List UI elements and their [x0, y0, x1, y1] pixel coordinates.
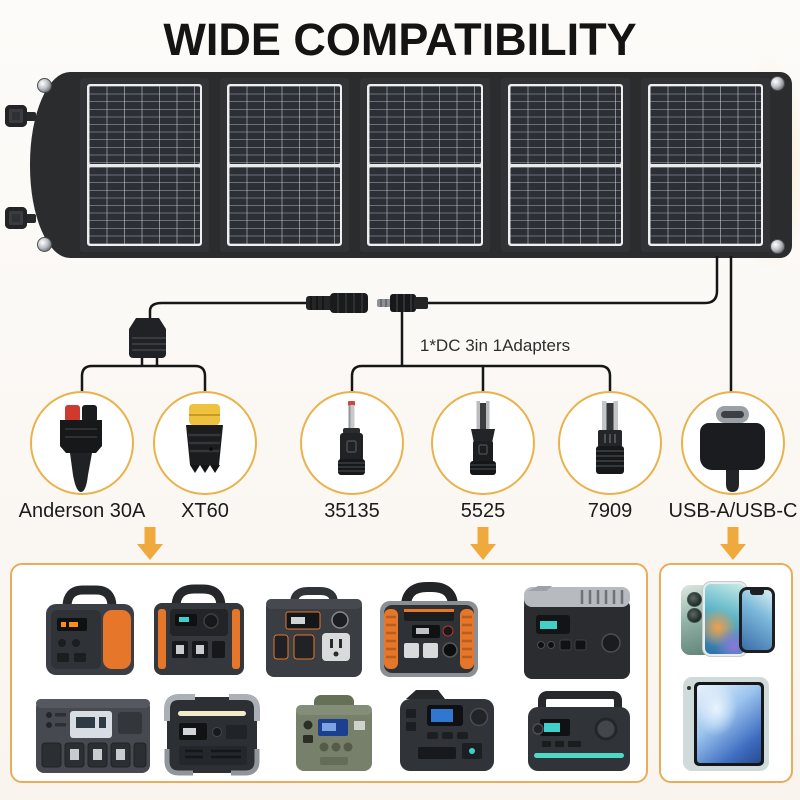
camera-lens-icon	[687, 686, 691, 690]
connector-circle-usb	[681, 391, 785, 495]
power-station-orange-trim-icon	[154, 584, 244, 675]
power-station-wide-multi-outlet-icon	[36, 699, 150, 773]
panel-section-2	[220, 78, 350, 252]
arrow-down-icon	[137, 527, 163, 560]
connector-circle-5525	[431, 391, 535, 495]
compatible-mobile-devices-box	[659, 563, 793, 783]
camera-lens-icon	[687, 592, 702, 607]
power-station-blue-screen-icon	[400, 690, 494, 771]
dc-5525-icon	[470, 401, 496, 475]
grommet-icon	[37, 237, 52, 252]
connector-circle-anderson	[30, 391, 134, 495]
carabiner-clip-icon	[5, 207, 27, 229]
power-station-orange-vent-icon	[46, 585, 134, 675]
dc-adapter-note: 1*DC 3in 1Adapters	[419, 336, 571, 355]
connector-label-usb: USB-A/USB-C	[668, 500, 798, 522]
panel-section-1	[80, 78, 210, 252]
power-station-silver-frame-icon	[164, 694, 260, 776]
power-station-gray-compact-icon	[266, 587, 362, 677]
power-station-teal-light-icon	[528, 691, 630, 771]
dc-male-plug-icon	[377, 294, 428, 312]
carabiner-clip-icon	[5, 105, 27, 127]
power-station-olive-green-icon	[296, 695, 372, 771]
connector-label-5525: 5525	[460, 500, 506, 522]
notch	[750, 590, 764, 595]
compatible-power-stations-box	[10, 563, 648, 783]
panel-section-3	[360, 78, 490, 252]
usb-c-icon	[700, 406, 765, 492]
connector-label-7909: 7909	[587, 500, 633, 522]
connector-circle-xt60	[153, 391, 257, 495]
grommet-icon	[37, 78, 52, 93]
connector-label-anderson: Anderson 30A	[18, 500, 146, 522]
power-station-orange-grips-icon	[380, 582, 478, 677]
grommet-icon	[770, 76, 785, 91]
page-title: WIDE COMPATIBILITY	[163, 14, 637, 65]
panel-section-5	[640, 78, 771, 252]
tablet-icon	[683, 677, 769, 771]
camera-lens-icon	[687, 608, 702, 623]
clip-strap-icon	[20, 214, 36, 223]
dc-female-jack-icon	[306, 293, 368, 313]
dc-7909-icon	[596, 401, 624, 474]
mc4-splitter-icon	[129, 318, 166, 358]
xt60-icon	[186, 404, 223, 473]
arrow-down-icon	[470, 527, 496, 560]
panel-section-4	[500, 78, 630, 252]
solar-panel	[30, 72, 792, 258]
connector-label-xt60: XT60	[181, 500, 229, 522]
dc-35135-icon	[338, 401, 365, 475]
connector-label-35135: 35135	[324, 500, 380, 522]
connector-circle-35135	[300, 391, 404, 495]
smartphone-notch-icon	[739, 587, 775, 653]
panel-sections	[80, 78, 771, 252]
arrow-down-icon	[720, 527, 746, 560]
anderson-30a-icon	[60, 405, 102, 492]
connector-circle-7909	[558, 391, 662, 495]
grommet-icon	[770, 239, 785, 254]
power-station-silver-top-icon	[524, 586, 630, 679]
wire-harness	[80, 256, 733, 392]
clip-strap-icon	[20, 112, 36, 121]
